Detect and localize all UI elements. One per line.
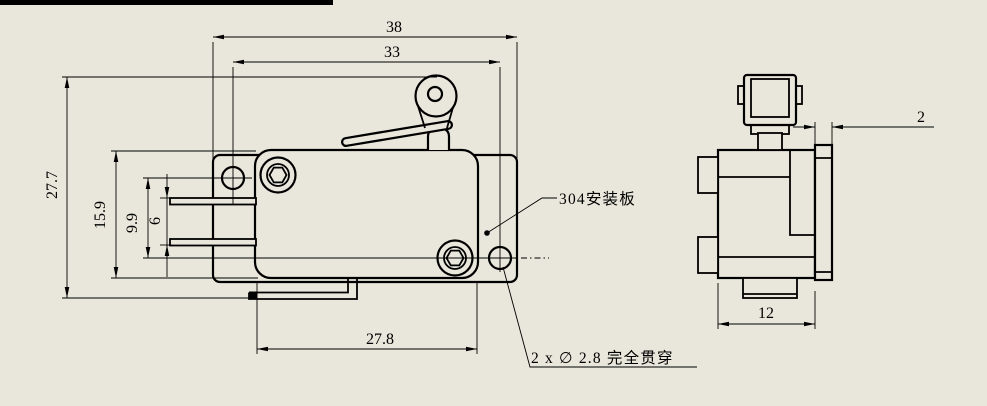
side-terminal-top [697,156,719,194]
terminal-top [169,197,257,206]
side-terminal-bent [742,277,798,299]
terminal-bent-bottom [248,278,358,300]
dim-27-7-text: 27.7 [44,171,61,199]
side-plate-outline [813,143,834,282]
dim-overall-height: 27.7 [44,77,70,298]
lever-arm [341,120,453,147]
dim-15-9-text: 15.9 [92,201,109,229]
dim-body-height: 15.9 [92,151,119,278]
roller-pin [426,85,444,103]
dim-terminal-span: 6 [147,174,170,277]
leader-holes-note: 2 x ∅ 2.8 完全贯穿 [502,266,697,368]
terminal-bottom [169,238,257,247]
dim-33-text: 33 [384,44,400,61]
dim-38-text: 38 [386,19,402,36]
dim-6-text: 6 [147,217,164,225]
side-body-outline [716,148,817,280]
side-plunger [750,124,790,151]
side-roller [737,73,803,127]
extension-lines-front [62,42,549,354]
dim-body-depth: 12 [717,283,816,329]
dim-27-8-text: 27.8 [366,331,394,348]
dim-plate-thickness: 2 [793,109,934,148]
sheet-border-fragment [0,0,333,5]
side-terminal-bottom [697,236,719,274]
mounting-plate-label: 304安装板 [559,190,636,208]
dim-hole-span-v: 9.9 [124,178,151,258]
side-view: 2 12 [697,73,934,329]
dim-hole-span-h: 33 [233,44,500,65]
screw-top-left [259,156,297,194]
front-view: 38 33 27.7 15.9 9.9 6 [44,19,697,368]
dim-body-width: 27.8 [257,331,477,352]
dim-9-9-text: 9.9 [124,213,141,233]
dim-2-text: 2 [917,109,925,126]
side-body-step [789,150,815,236]
dim-plate-width: 38 [213,19,517,40]
switch-body-outline [253,148,480,280]
roller [414,74,458,129]
dim-12-text: 12 [758,305,774,322]
leader-mounting-plate: 304安装板 [484,190,636,236]
holes-note-label: 2 x ∅ 2.8 完全贯穿 [531,349,674,367]
